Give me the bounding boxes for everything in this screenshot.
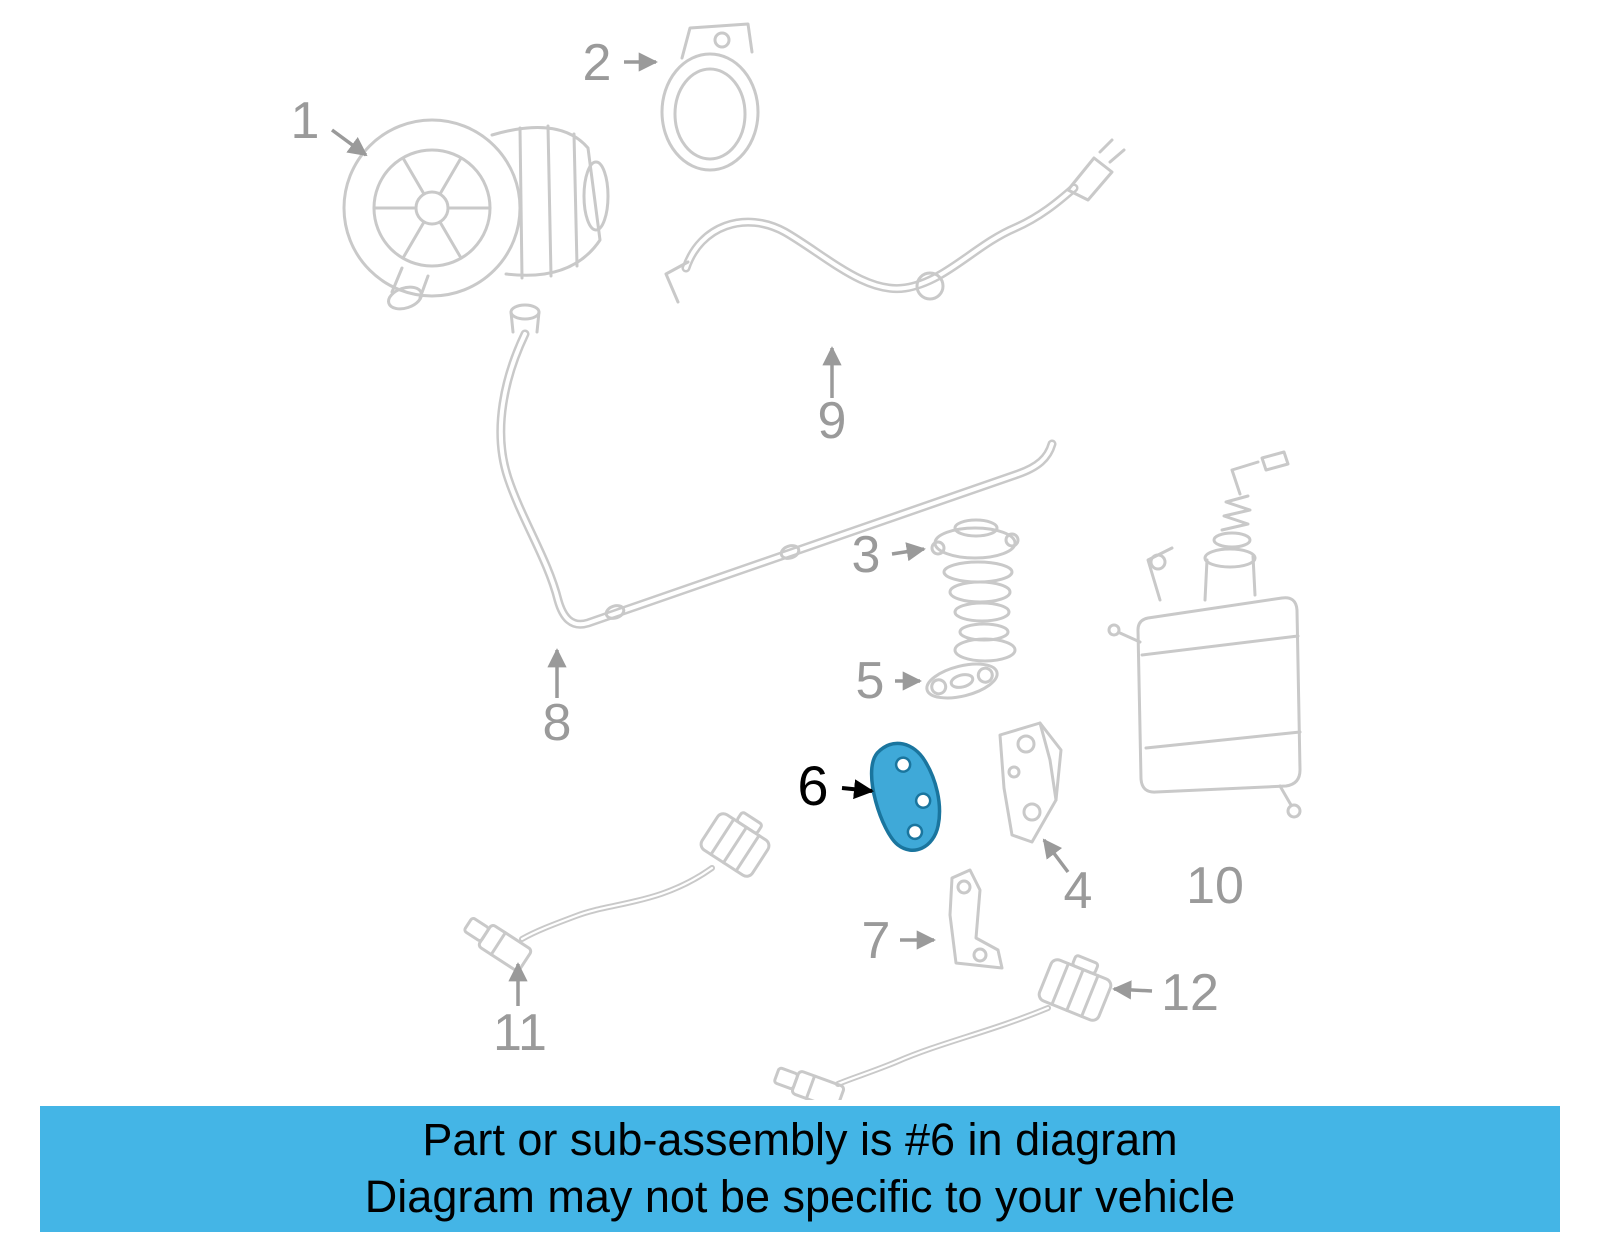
support-bracket-drawing xyxy=(948,868,1004,970)
egr-valve-drawing xyxy=(930,518,1020,663)
callout-7: 7 xyxy=(862,912,891,970)
mounting-bracket-drawing xyxy=(998,721,1063,844)
vapor-canister-drawing xyxy=(1107,450,1302,819)
pump-gasket-drawing xyxy=(660,22,760,172)
oxygen-sensor-rear-drawing xyxy=(773,954,1113,1100)
highlighted-part-valve-gasket[interactable] xyxy=(862,736,950,857)
callout-4-arrow xyxy=(1042,838,1070,874)
banner-line2: Diagram may not be specific to your vehi… xyxy=(364,1171,1236,1222)
callout-1: 1 xyxy=(291,92,320,150)
air-pump-drawing xyxy=(342,118,610,311)
callout-2: 2 xyxy=(583,34,612,92)
air-tube-drawing xyxy=(496,303,1057,629)
callout-10: 10 xyxy=(1186,857,1244,915)
callout-1-arrow xyxy=(330,128,368,157)
callout-12-arrow xyxy=(1112,980,1153,1000)
banner-line1: Part or sub-assembly is #6 in diagram xyxy=(422,1114,1178,1166)
notice-banner: Part or sub-assembly is #6 in diagram Di… xyxy=(40,1106,1560,1232)
callout-3-arrow xyxy=(891,542,926,562)
callout-11: 11 xyxy=(493,1004,547,1062)
parts-diagram: 1 2 9 3 5 8 6 4 7 10 11 12 xyxy=(291,22,1302,1100)
oxygen-sensor-front-drawing xyxy=(463,811,771,972)
callout-5: 5 xyxy=(856,652,885,710)
valve-gasket-shape[interactable] xyxy=(862,736,950,857)
callout-3: 3 xyxy=(852,526,881,584)
air-hose-drawing xyxy=(664,138,1126,304)
callout-6-arrow xyxy=(841,779,874,800)
callout-12: 12 xyxy=(1161,964,1219,1022)
callout-9: 9 xyxy=(818,392,847,450)
callout-6[interactable]: 6 xyxy=(797,754,828,817)
callout-8: 8 xyxy=(543,694,572,752)
egr-gasket-drawing xyxy=(925,662,999,700)
